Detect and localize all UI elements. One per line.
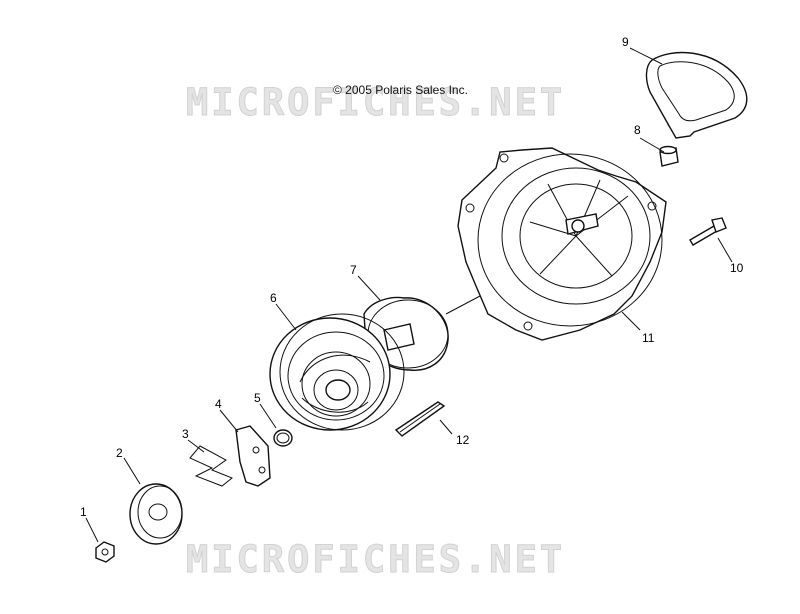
- callout-7: 7: [350, 263, 357, 277]
- callout-1: 1: [80, 505, 87, 519]
- part-8-bushing[interactable]: [659, 145, 679, 167]
- callout-10: 10: [730, 261, 744, 275]
- callout-6: 6: [270, 291, 277, 305]
- callout-9: 9: [622, 35, 629, 49]
- watermark-top: MICROFICHES.NET: [185, 81, 566, 125]
- copyright-notice: © 2005 Polaris Sales Inc.: [333, 83, 468, 97]
- part-6-pulley[interactable]: [269, 313, 405, 431]
- part-11-recoil-housing[interactable]: [457, 147, 667, 341]
- callout-12: 12: [456, 433, 470, 447]
- part-10-bolt[interactable]: [689, 217, 727, 246]
- part-4-pawl[interactable]: [235, 425, 271, 487]
- part-2-washer[interactable]: [129, 483, 183, 545]
- callout-2: 2: [116, 446, 123, 460]
- part-12-rope[interactable]: [394, 401, 446, 437]
- part-1-nut[interactable]: [95, 541, 115, 563]
- part-5-clip[interactable]: [273, 429, 293, 447]
- callout-4: 4: [215, 397, 222, 411]
- callout-5: 5: [254, 391, 261, 405]
- watermark-bottom: MICROFICHES.NET: [185, 538, 566, 582]
- part-3-spring[interactable]: [189, 445, 233, 487]
- callout-11: 11: [642, 331, 655, 345]
- callout-3: 3: [182, 427, 189, 441]
- leader-lines: [85, 47, 733, 543]
- callout-8: 8: [634, 123, 641, 137]
- part-9-handle[interactable]: [645, 51, 748, 139]
